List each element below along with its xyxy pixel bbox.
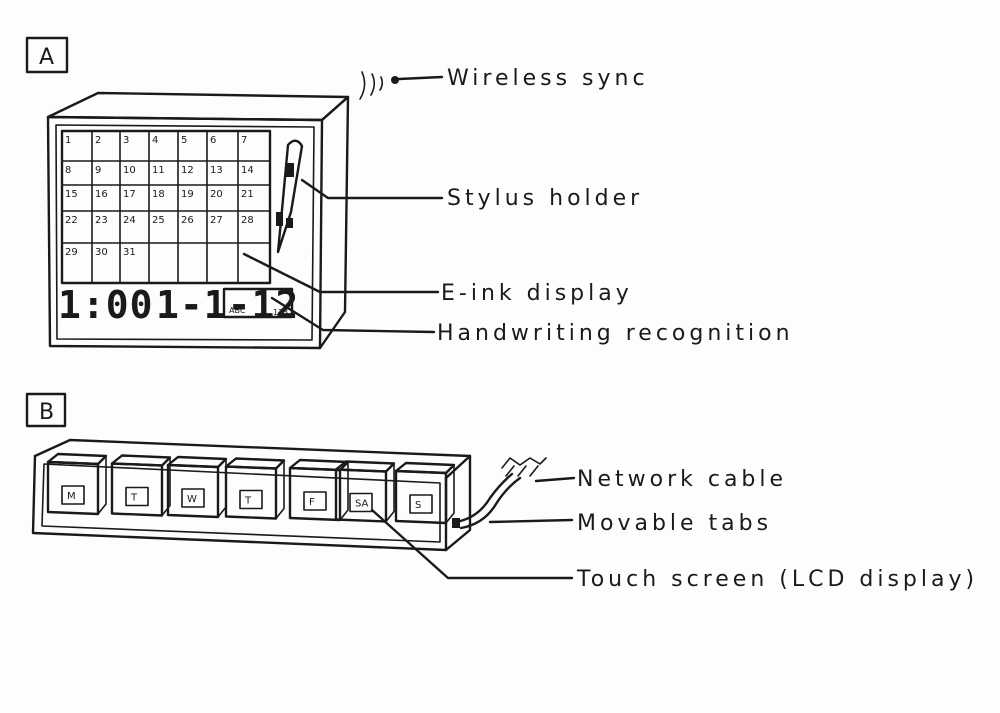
movable-tab[interactable]: W: [168, 457, 226, 517]
calendar-day: 13: [210, 165, 223, 176]
calendar-day: 24: [123, 215, 136, 226]
label-wireless-sync: Wireless sync: [447, 66, 649, 91]
movable-tab[interactable]: T: [226, 459, 284, 519]
calendar-grid: 1234567891011121314151617181920212223242…: [62, 131, 270, 283]
calendar-day-numbers: 1234567891011121314151617181920212223242…: [65, 135, 254, 258]
calendar-day: 27: [210, 215, 223, 226]
calendar-day: 11: [152, 165, 165, 176]
stylus-grip: [286, 218, 293, 228]
calendar-day: 1: [65, 135, 71, 146]
handwriting-123: 123: [273, 308, 288, 317]
calendar-day: 16: [95, 189, 108, 200]
movable-tabs: M T W T F SA S: [48, 454, 454, 523]
stylus-body: [278, 141, 302, 252]
panel-a: A 1234567891011121314151617181920212223: [27, 38, 794, 348]
label-handwriting-recognition: Handwriting recognition: [437, 321, 794, 346]
calendar-day: 7: [241, 135, 247, 146]
panel-a-letter: A: [39, 45, 54, 70]
tab-day-letter: S: [415, 500, 421, 511]
calendar-day: 8: [65, 165, 71, 176]
calendar-day: 6: [210, 135, 216, 146]
stylus-holder-clip-bottom: [276, 212, 283, 226]
calendar-day: 9: [95, 165, 101, 176]
tab-day-letter: T: [130, 493, 138, 504]
calendar-day: 26: [181, 215, 194, 226]
calendar-day: 18: [152, 189, 165, 200]
label-stylus-holder: Stylus holder: [447, 186, 643, 211]
tab-day-letter: M: [67, 491, 76, 502]
calendar-day: 4: [152, 135, 158, 146]
leader-wireless: [399, 77, 442, 79]
calendar-day: 29: [65, 247, 78, 258]
handwriting-abc: ABC: [229, 306, 246, 315]
device-top-face: [48, 93, 348, 120]
calendar-day: 2: [95, 135, 101, 146]
calendar-day: 28: [241, 215, 254, 226]
label-movable-tabs: Movable tabs: [577, 511, 772, 536]
movable-tab[interactable]: T: [112, 456, 170, 516]
movable-tab[interactable]: S: [396, 463, 454, 523]
tab-day-letter: T: [244, 496, 252, 507]
calendar-day: 5: [181, 135, 187, 146]
calendar-day: 21: [241, 189, 254, 200]
label-touch-screen: Touch screen (LCD display): [576, 567, 978, 592]
clock-time: 1:00: [58, 283, 154, 327]
calendar-day: 14: [241, 165, 254, 176]
calendar-day: 12: [181, 165, 194, 176]
label-eink-display: E-ink display: [441, 281, 633, 306]
tab-day-letter: F: [309, 497, 315, 508]
tab-day-letter: SA: [355, 499, 369, 510]
calendar-device: 1234567891011121314151617181920212223242…: [48, 93, 348, 348]
calendar-day: 3: [123, 135, 129, 146]
calendar-day: 20: [210, 189, 223, 200]
calendar-day: 30: [95, 247, 108, 258]
label-network-cable: Network cable: [577, 467, 787, 492]
panel-b-letter: B: [39, 400, 54, 425]
calendar-day: 17: [123, 189, 136, 200]
wireless-icon: [360, 72, 399, 99]
leader-network: [536, 478, 574, 481]
panel-b: B M T W T F SA S Network cable Movable tabs To…: [27, 394, 978, 592]
tab-touch-screen[interactable]: [304, 492, 326, 510]
calendar-day: 10: [123, 165, 136, 176]
leader-stylus: [302, 180, 442, 198]
stylus-holder-clip-top: [286, 163, 294, 177]
leader-tabs: [490, 520, 572, 522]
calendar-day: 19: [181, 189, 194, 200]
movable-tab[interactable]: M: [48, 454, 106, 514]
calendar-day: 25: [152, 215, 165, 226]
calendar-day: 15: [65, 189, 78, 200]
movable-tab[interactable]: SA: [336, 462, 394, 522]
calendar-day: 23: [95, 215, 108, 226]
tray-inner-well: [42, 464, 440, 542]
tab-day-letter: W: [187, 494, 197, 505]
stylus: [276, 141, 302, 252]
calendar-day: 22: [65, 215, 78, 226]
calendar-day: 31: [123, 247, 136, 258]
device-side-face: [320, 97, 348, 348]
